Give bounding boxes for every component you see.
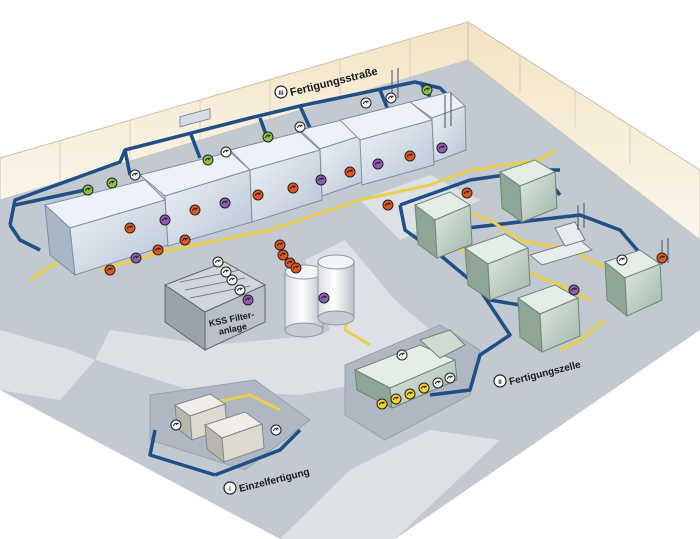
back-wall bbox=[0, 21, 700, 241]
sensor-yellow-43 bbox=[418, 382, 430, 394]
sensor-purple-25 bbox=[130, 252, 142, 264]
sensor-green-10 bbox=[421, 84, 433, 96]
sensor-white-3 bbox=[129, 169, 141, 181]
sensor-purple-19 bbox=[372, 158, 384, 170]
sensor-yellow-42 bbox=[404, 388, 416, 400]
sensor-orange-37 bbox=[461, 187, 473, 199]
sensor-white-8 bbox=[360, 97, 372, 109]
sensor-orange-32 bbox=[277, 249, 289, 261]
sensor-purple-21 bbox=[436, 142, 448, 154]
sensor-green-4 bbox=[202, 154, 214, 166]
sensor-white-48 bbox=[270, 424, 282, 436]
sensor-white-27 bbox=[220, 266, 232, 278]
sensor-orange-31 bbox=[274, 239, 286, 251]
sensor-orange-20 bbox=[404, 150, 416, 162]
sensor-green-2 bbox=[106, 177, 118, 189]
sensor-white-7 bbox=[294, 121, 306, 133]
sensor-orange-36 bbox=[382, 199, 394, 211]
sensor-white-39 bbox=[616, 254, 628, 266]
sensor-white-5 bbox=[220, 146, 232, 158]
sensor-white-46 bbox=[396, 349, 408, 361]
sensor-purple-35 bbox=[318, 292, 330, 304]
sensor-purple-17 bbox=[315, 174, 327, 186]
sensor-purple-12 bbox=[159, 214, 171, 226]
sensor-orange-15 bbox=[252, 189, 264, 201]
sensor-orange-49 bbox=[656, 252, 668, 264]
sensor-green-1 bbox=[82, 184, 94, 196]
sensor-yellow-40 bbox=[376, 398, 388, 410]
sensor-white-9 bbox=[385, 92, 397, 104]
sensor-orange-22 bbox=[104, 264, 116, 276]
sensor-orange-11 bbox=[124, 222, 136, 234]
numeral-production-line: III bbox=[278, 91, 283, 97]
sensor-purple-30 bbox=[242, 294, 254, 306]
sensor-white-47 bbox=[170, 419, 182, 431]
blue-pipe-network bbox=[8, 80, 652, 477]
sensor-white-28 bbox=[226, 274, 238, 286]
sensor-orange-24 bbox=[179, 234, 191, 246]
sensor-orange-13 bbox=[189, 204, 201, 216]
production-line-machines bbox=[43, 68, 467, 277]
sensor-white-26 bbox=[212, 256, 224, 268]
sensor-layer bbox=[82, 84, 668, 436]
sensor-white-44 bbox=[432, 377, 444, 389]
sensor-orange-16 bbox=[287, 182, 299, 194]
sensor-orange-23 bbox=[152, 244, 164, 256]
sensor-yellow-41 bbox=[390, 393, 402, 405]
numeral-single-production: I bbox=[229, 487, 231, 493]
production-cell-machines bbox=[413, 159, 669, 353]
sensor-purple-14 bbox=[219, 197, 231, 209]
numeral-production-cell: II bbox=[498, 380, 502, 386]
sensor-orange-18 bbox=[344, 166, 356, 178]
single-production-machines bbox=[173, 393, 265, 464]
sensor-green-6 bbox=[262, 131, 274, 143]
sensor-purple-38 bbox=[568, 284, 580, 296]
filter-tanks bbox=[284, 254, 355, 338]
sensor-white-29 bbox=[234, 284, 246, 296]
sensor-white-45 bbox=[444, 372, 456, 384]
sensor-orange-34 bbox=[290, 262, 302, 274]
